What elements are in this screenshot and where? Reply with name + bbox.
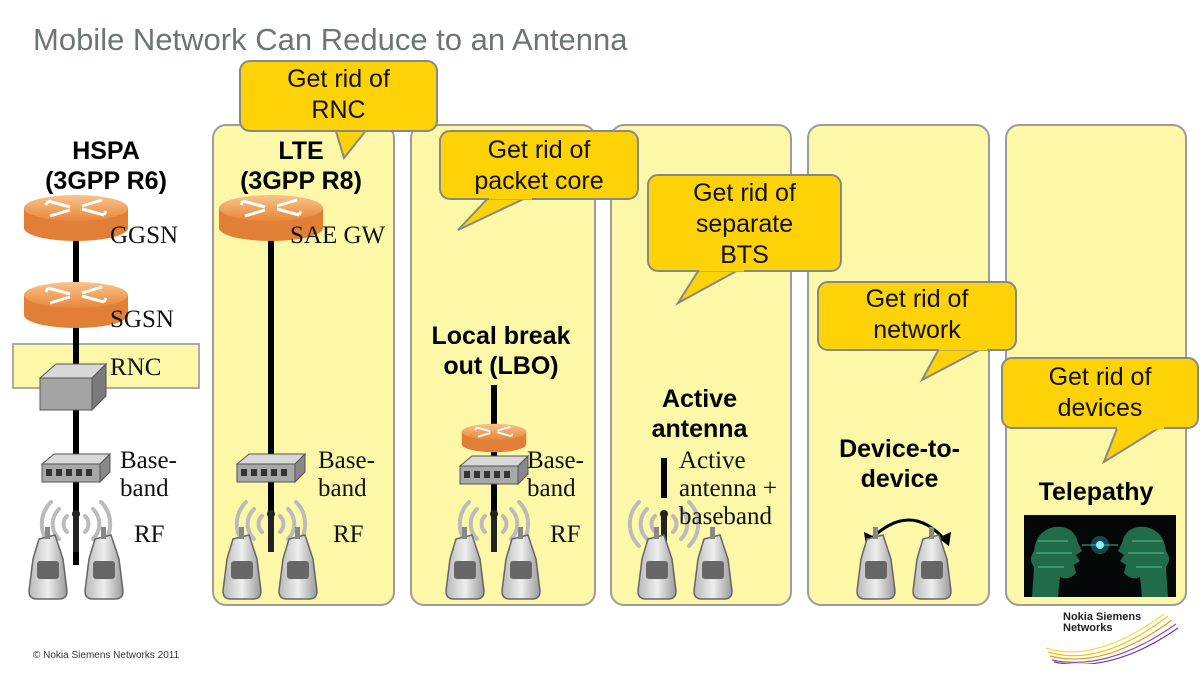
lte-baseband-icon [236,453,306,483]
lte-header: LTE(3GPP R8) [240,137,362,195]
bubble-get-rid-of-network [817,281,1017,383]
hspa-baseband-label: Base-band [120,447,177,502]
lbo-baseband-label: Base-band [527,447,584,502]
d2d-phones-icon [857,527,951,599]
telepathy-header: Telepathy [1038,478,1154,506]
bubble-get-rid-of-rnc [239,60,438,161]
nsn-logo-swoosh [1045,613,1179,664]
telepathy-image [1024,515,1176,597]
lbo-baseband-icon [459,455,529,485]
rnc-label: RNC [110,354,162,381]
hspa-rf-label: RF [134,521,165,548]
bubble-get-rid-of-bts [647,174,842,306]
sae-gw-label: SAE GW [290,222,386,249]
active-phones-icon [638,527,732,599]
lbo-router-icon [460,422,528,454]
ggsn-label: GGSN [110,222,179,249]
lte-rf-label: RF [333,521,364,548]
rnc-cube-icon [38,362,108,412]
lte-baseband-label: Base-band [318,447,375,502]
bubble-get-rid-of-devices [1001,357,1199,465]
bubble-get-rid-of-packet-core [439,130,639,231]
sgsn-label: SGSN [110,306,174,333]
hspa-header: HSPA(3GPP R6) [45,137,167,195]
copyright: © Nokia Siemens Networks 2011 [33,650,180,661]
active-antenna-mast [661,458,667,498]
lbo-rf-label: RF [550,521,581,548]
device-to-device-header: Device-to-device [839,435,960,493]
page-title: Mobile Network Can Reduce to an Antenna [33,22,628,57]
hspa-baseband-icon [41,453,111,483]
